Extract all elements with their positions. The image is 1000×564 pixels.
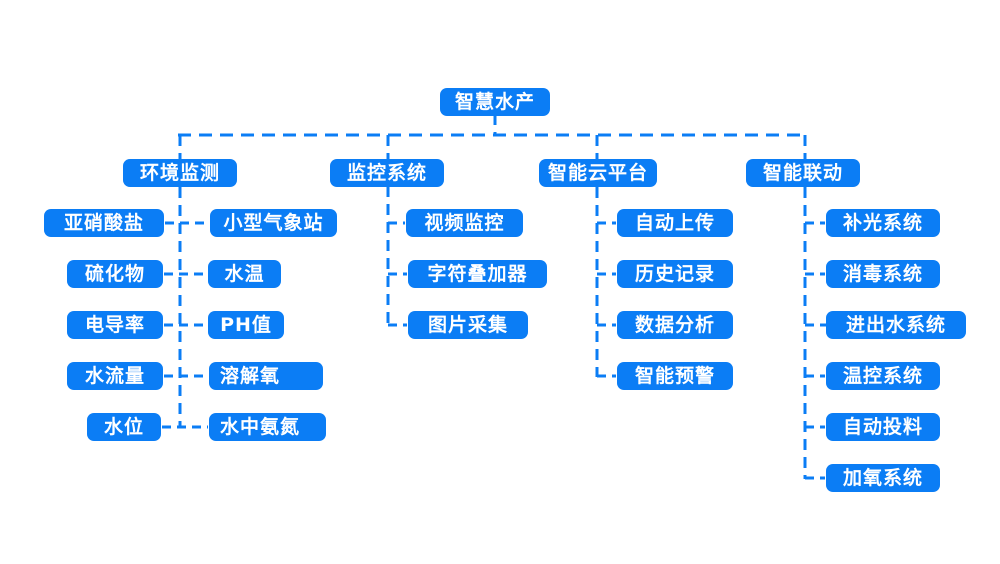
node-water-flow: 水流量 (67, 362, 163, 390)
node-video-monitoring: 视频监控 (406, 209, 523, 237)
node-branch-surveillance-system: 监控系统 (330, 159, 444, 187)
node-water-level: 水位 (87, 413, 161, 441)
node-ph-value: PH值 (208, 311, 284, 339)
node-water-inlet-outlet-system: 进出水系统 (826, 311, 966, 339)
node-auto-feeding: 自动投料 (826, 413, 940, 441)
node-image-capture: 图片采集 (408, 311, 528, 339)
node-temperature-control-system: 温控系统 (826, 362, 940, 390)
node-auto-upload: 自动上传 (617, 209, 733, 237)
node-history-record: 历史记录 (617, 260, 733, 288)
node-nitrite: 亚硝酸盐 (44, 209, 164, 237)
node-branch-environment-monitoring: 环境监测 (123, 159, 237, 187)
node-ammonia-nitrogen: 水中氨氮 (209, 413, 326, 441)
node-water-temperature: 水温 (208, 260, 281, 288)
node-data-analysis: 数据分析 (617, 311, 733, 339)
node-smart-aquaculture-root: 智慧水产 (440, 88, 550, 116)
node-disinfection-system: 消毒系统 (826, 260, 940, 288)
node-conductivity: 电导率 (67, 311, 163, 339)
node-dissolved-oxygen: 溶解氧 (209, 362, 323, 390)
node-small-weather-station: 小型气象站 (210, 209, 337, 237)
node-character-overlay: 字符叠加器 (408, 260, 547, 288)
node-supplementary-light-system: 补光系统 (826, 209, 940, 237)
node-smart-early-warning: 智能预警 (617, 362, 733, 390)
node-branch-smart-cloud-platform: 智能云平台 (539, 159, 657, 187)
node-branch-smart-linkage: 智能联动 (746, 159, 860, 187)
node-oxygenation-system: 加氧系统 (826, 464, 940, 492)
node-sulfide: 硫化物 (67, 260, 163, 288)
